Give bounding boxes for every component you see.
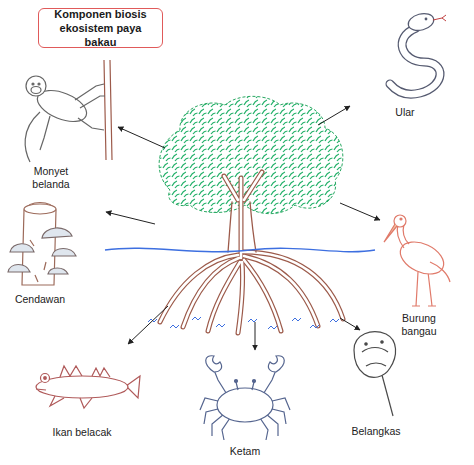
horseshoe-crab-drawing: [382, 375, 393, 416]
stork-drawing: [384, 215, 450, 306]
mushroom-drawing: [52, 249, 76, 257]
tree-trunk: [243, 252, 343, 319]
mushroom-drawing: [30, 240, 46, 282]
pointer-arrow: [106, 106, 380, 350]
mushroom-drawing: [10, 244, 34, 252]
crab-drawing: [206, 356, 222, 372]
mushroom-drawing: [8, 265, 30, 273]
pointer-arrow: [318, 106, 350, 125]
organism-label: Belangkas: [342, 425, 410, 438]
organism-label: Burung bangau: [392, 312, 446, 338]
monkey-drawing: [104, 60, 112, 160]
tree-trunk: [244, 256, 318, 326]
snake-drawing: [406, 11, 435, 33]
tree-trunk: [243, 252, 343, 319]
pointer-arrow: [340, 203, 380, 220]
water-line: [105, 248, 375, 251]
tree-trunk: [160, 172, 343, 333]
tree-trunk: [224, 176, 238, 200]
pointer-arrow: [255, 322, 256, 350]
tree-trunk: [160, 172, 343, 333]
monkey-drawing: [32, 83, 34, 85]
snake-drawing: [425, 18, 428, 21]
stork-drawing: [400, 218, 402, 220]
monkey-drawing: [25, 60, 112, 162]
crab-drawing: [235, 380, 238, 383]
tree-trunk: [208, 262, 240, 331]
organism-label: Cendawan: [8, 293, 72, 306]
crab-drawing: [236, 382, 254, 390]
crab-drawing: [200, 356, 290, 440]
stork-drawing: [430, 262, 450, 282]
mushroom-drawing: [8, 203, 76, 286]
tree-trunk: [160, 172, 343, 333]
horseshoe-crab-drawing: [354, 332, 396, 416]
water-line: [105, 248, 375, 329]
mushroom-drawing: [48, 268, 68, 274]
snake-drawing: [433, 15, 446, 21]
monkey-drawing: [38, 83, 40, 85]
organism-label: Ikan belacak: [40, 426, 124, 439]
mushroom-drawing: [24, 204, 56, 214]
snake-drawing: [390, 11, 446, 94]
pointer-arrow: [106, 212, 155, 224]
snake-drawing: [390, 28, 440, 94]
tree-trunk: [238, 262, 243, 333]
stork-drawing: [403, 224, 409, 244]
tree-canopy: [159, 96, 343, 213]
stork-drawing: [395, 236, 449, 281]
tree-trunk: [244, 172, 262, 200]
horseshoe-crab-drawing: [381, 341, 383, 343]
mudskipper-drawing: [36, 366, 140, 408]
tree-trunk: [239, 198, 244, 258]
crab-drawing: [253, 380, 256, 383]
tree-trunk: [238, 262, 243, 333]
tree-trunk: [244, 256, 318, 326]
horseshoe-crab-drawing: [362, 348, 388, 353]
mudskipper-drawing: [44, 377, 47, 380]
horseshoe-crab-drawing: [354, 332, 396, 378]
tree-trunk: [240, 198, 243, 258]
mudskipper-drawing: [36, 389, 46, 390]
mudskipper-drawing: [41, 374, 50, 383]
monkey-drawing: [40, 116, 104, 150]
monkey-drawing: [26, 76, 46, 96]
crab-drawing: [268, 356, 284, 372]
tree-trunk: [228, 202, 256, 252]
organism-label: Ular: [383, 106, 427, 119]
pointer-arrow: [118, 127, 165, 148]
tree-trunk: [244, 172, 262, 200]
organism-label: Monyet belanda: [22, 165, 80, 191]
monkey-drawing: [31, 87, 41, 94]
tree-trunk: [224, 176, 238, 200]
title-box: Komponen biosis ekosistem paya bakau: [38, 8, 163, 48]
mushroom-drawing: [42, 228, 72, 238]
pointer-arrow: [128, 306, 168, 344]
tree-canopy: [159, 96, 343, 213]
stork-drawing: [412, 272, 436, 306]
monkey-drawing: [25, 112, 40, 162]
mudskipper-drawing: [60, 366, 110, 377]
water-line: [148, 317, 339, 329]
diagram-title: Komponen biosis ekosistem paya bakau: [45, 7, 157, 49]
stork-drawing: [384, 224, 397, 242]
snake-drawing: [390, 28, 440, 94]
organism-label: Ketam: [220, 445, 270, 458]
crab-drawing: [217, 388, 273, 422]
monkey-drawing: [75, 84, 105, 108]
tree-trunk: [208, 262, 240, 331]
horseshoe-crab-drawing: [366, 363, 386, 366]
pointer-arrow: [340, 318, 360, 330]
mudskipper-drawing: [50, 396, 92, 408]
horseshoe-crab-drawing: [365, 343, 367, 345]
